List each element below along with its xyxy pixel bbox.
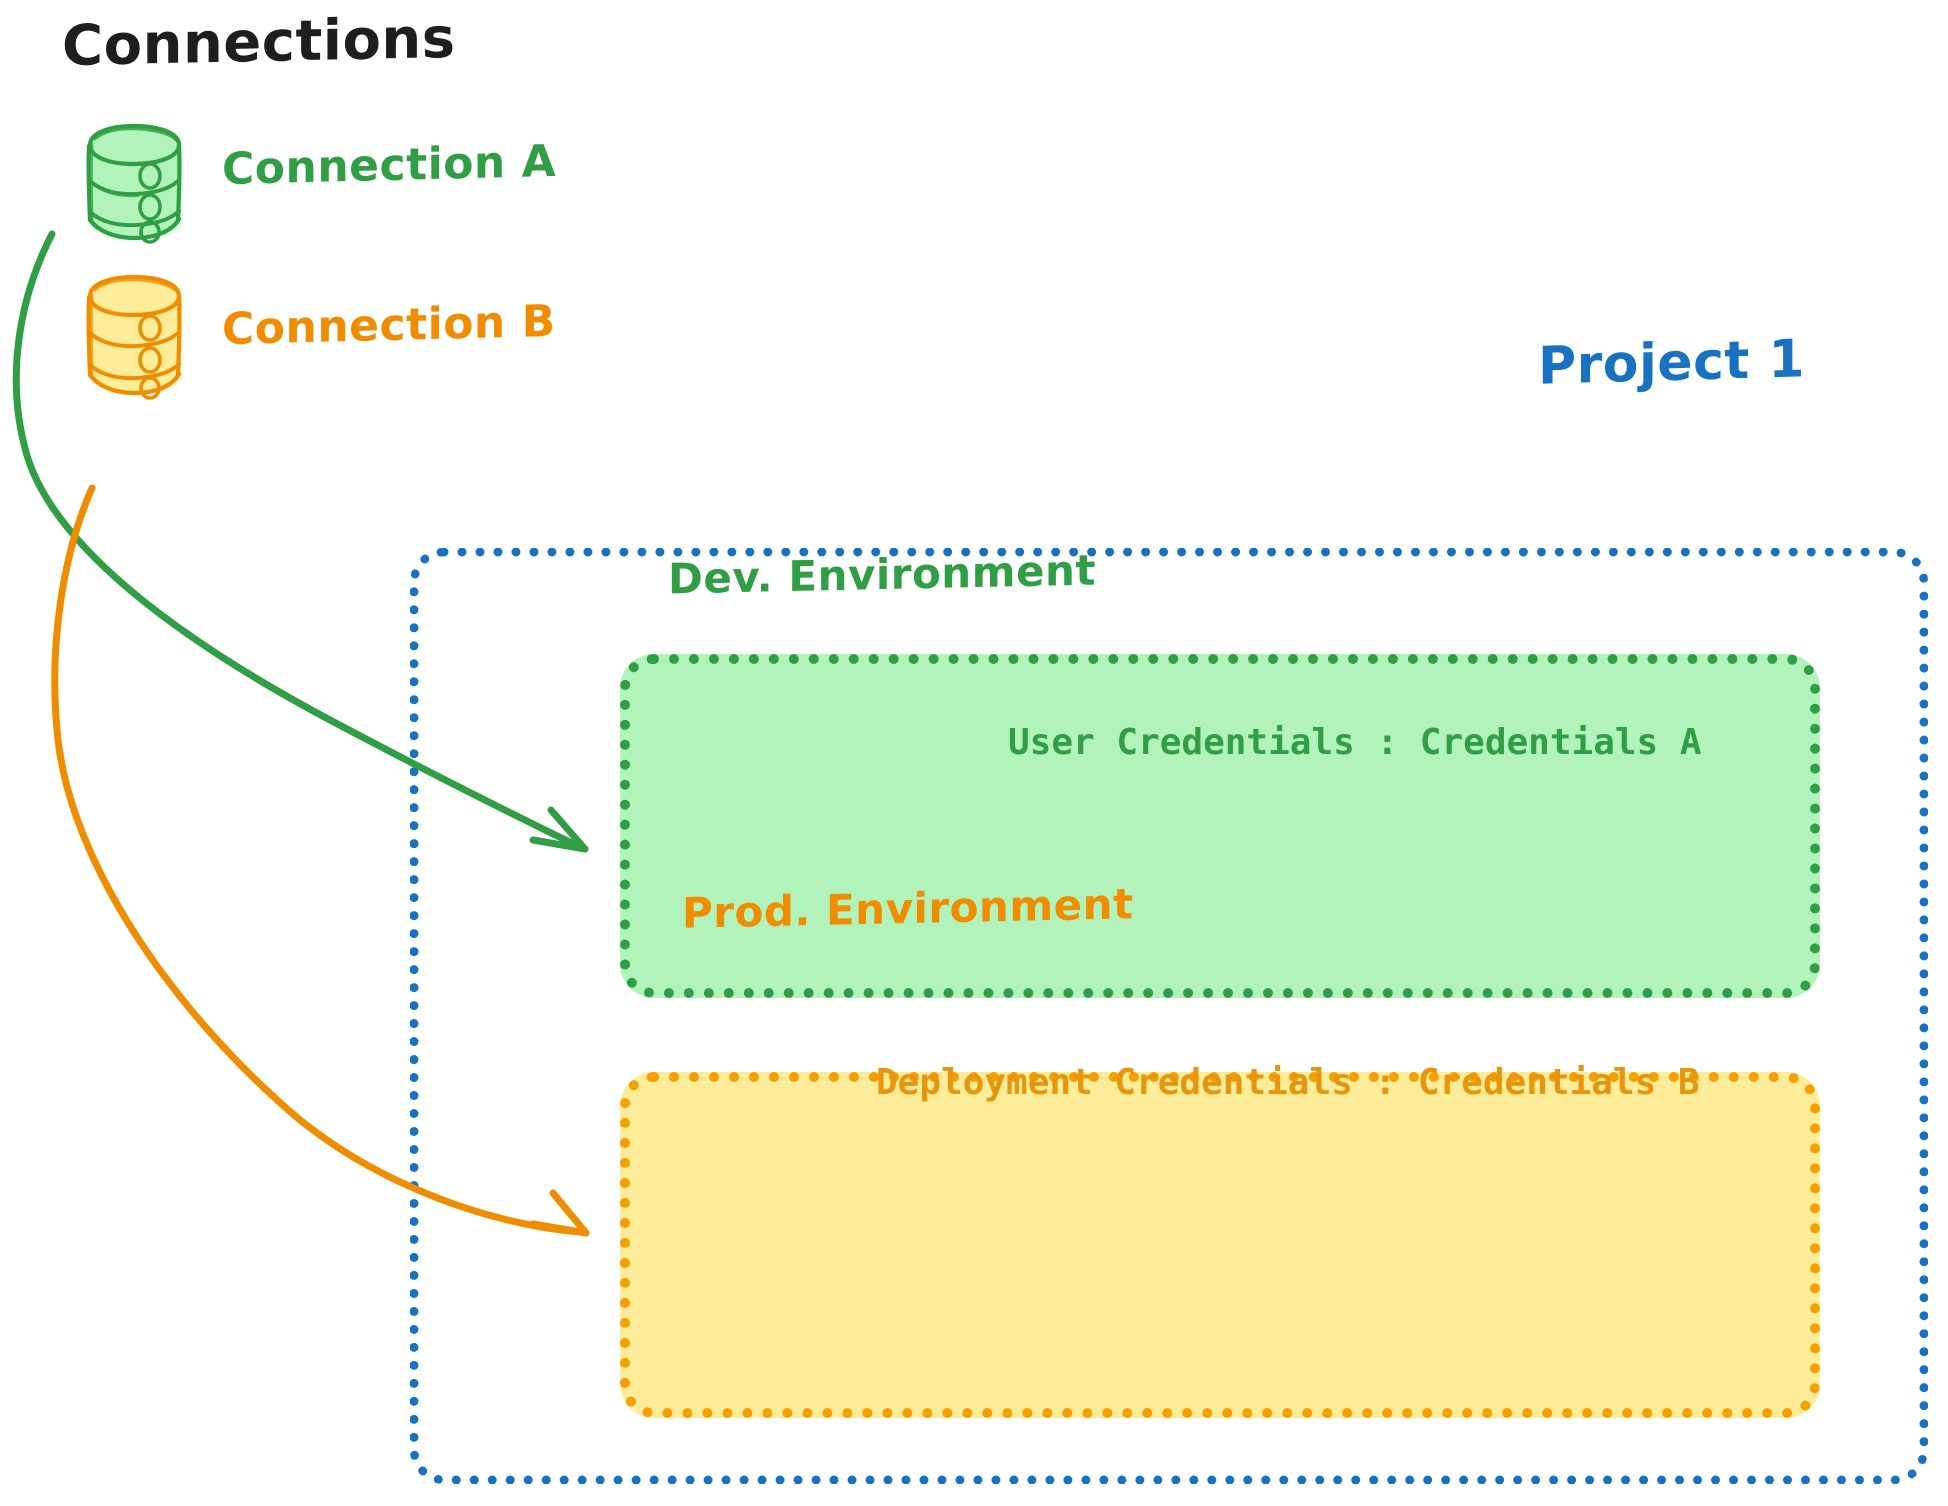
prod-environment-title: Prod. Environment <box>682 879 1134 938</box>
dev-environment-box[interactable] <box>620 654 1820 998</box>
connection-a-label[interactable]: Connection A <box>222 135 557 196</box>
database-cylinder-icon-connection-a[interactable] <box>86 123 182 244</box>
project-1-label: Project 1 <box>1538 329 1806 397</box>
dev-environment-credentials: User Credentials : Credentials A <box>1008 722 1702 763</box>
prod-environment-credentials: Deployment Credentials : Credentials B <box>876 1062 1700 1103</box>
page-title: Connections <box>62 5 456 80</box>
connection-b-label[interactable]: Connection B <box>222 295 556 356</box>
dev-environment-title: Dev. Environment <box>668 545 1096 604</box>
prod-environment-box[interactable] <box>620 1072 1820 1418</box>
database-cylinder-icon-connection-b[interactable] <box>86 274 182 400</box>
